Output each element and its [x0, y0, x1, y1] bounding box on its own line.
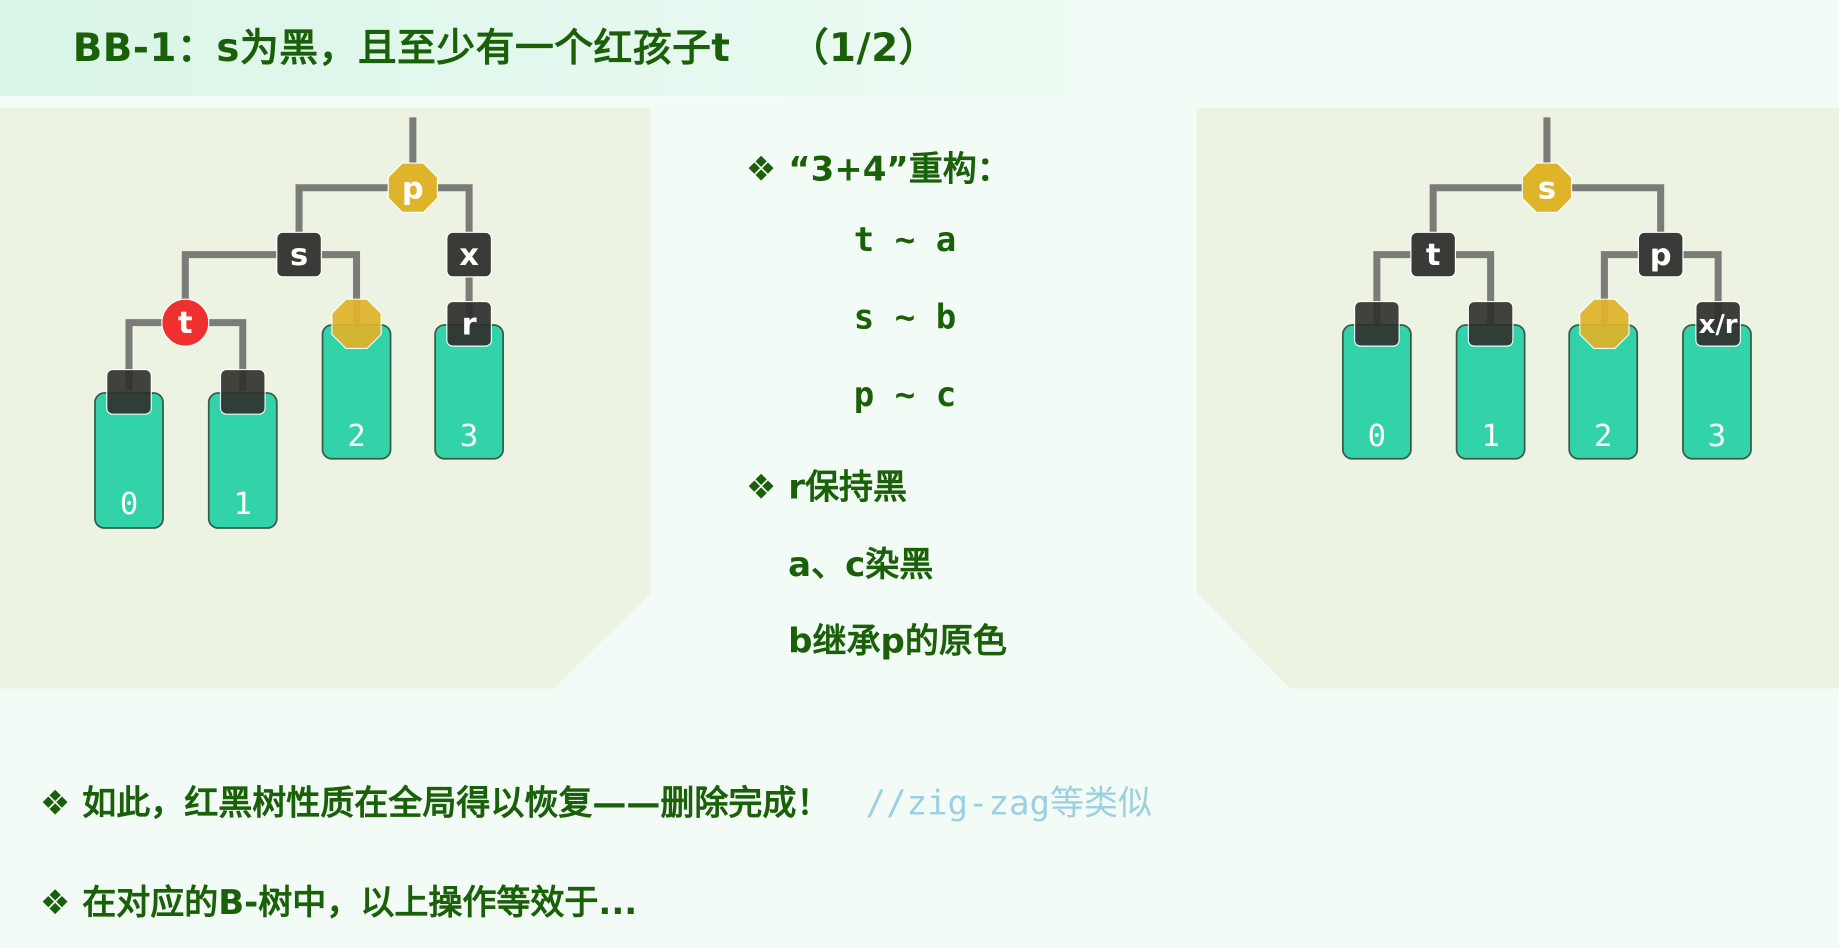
bullet-r-stays-black: ❖ r保持黑 [745, 466, 908, 507]
right-black-cap-1 [1467, 300, 1514, 347]
node-p-gold: p [387, 162, 439, 213]
svg-text:0: 0 [1368, 419, 1386, 454]
bottom-line-1: ❖ 如此，红黑树性质在全局得以恢复——删除完成！ //zig-zag等类似 [40, 776, 1152, 825]
node-x-black: x [446, 231, 492, 278]
svg-text:s: s [1538, 171, 1556, 206]
conclusion-text: ❖ 如此，红黑树性质在全局得以恢复——删除完成！ [39, 782, 831, 823]
b-inherit-text: b继承p的原色 [788, 620, 1007, 661]
svg-text:2: 2 [347, 419, 365, 454]
ac-recolor-text: a、c染黑 [788, 544, 934, 585]
svg-text:p: p [1650, 238, 1672, 273]
svg-text:1: 1 [234, 487, 252, 522]
node-s-black: s [276, 231, 322, 278]
right-subtree-3: 3 [1682, 324, 1752, 460]
svg-text:x: x [459, 238, 479, 273]
svg-text:3: 3 [1708, 419, 1726, 454]
right-black-cap-0 [1353, 300, 1400, 347]
svg-text:t: t [178, 306, 193, 341]
svg-text:x/r: x/r [1699, 310, 1738, 340]
svg-text:0: 0 [120, 487, 138, 522]
slide-title: BB-1：s为黑，且至少有一个红孩子t （1/2） [72, 24, 939, 71]
svg-text:3: 3 [460, 419, 478, 454]
right-gold-cap-2 [1579, 298, 1630, 350]
left-subtree-1: 1 [207, 392, 278, 529]
right-subtree-1: 1 [1455, 324, 1526, 460]
bullet-restructure: ❖ “3+4”重构： [745, 149, 1011, 189]
mapping-p-c: p ~ c [853, 374, 957, 415]
gold-cap-2 [331, 298, 382, 350]
mapping-s-b: s ~ b [853, 296, 957, 337]
zigzag-comment: //zig-zag等类似 [865, 782, 1152, 823]
right-subtree-2: 2 [1568, 324, 1639, 460]
svg-text:1: 1 [1481, 419, 1499, 454]
node-r: r [446, 300, 492, 347]
right-node-t-black: t [1410, 231, 1457, 278]
header-band: BB-1：s为黑，且至少有一个红孩子t （1/2） [0, 0, 1839, 97]
svg-text:p: p [402, 171, 424, 206]
left-subtree-0: 0 [94, 392, 164, 529]
right-node-p-black: p [1637, 231, 1684, 278]
svg-text:s: s [290, 238, 308, 273]
right-subtree-0: 0 [1341, 324, 1412, 460]
bottom-line-2: ❖ 在对应的B-树中，以上操作等效于... [39, 882, 638, 923]
node-t-red: t [161, 298, 210, 347]
node-xr-black: x/r [1695, 300, 1742, 347]
mapping-t-a: t ~ a [853, 219, 957, 260]
svg-text:2: 2 [1594, 419, 1612, 454]
svg-text:r: r [462, 307, 477, 342]
right-node-s-gold: s [1521, 162, 1573, 213]
black-cap-0 [106, 369, 152, 415]
black-cap-1 [219, 369, 266, 415]
left-subtree-2: 2 [321, 324, 392, 460]
right-tree-edges [1373, 117, 1722, 324]
svg-text:t: t [1426, 238, 1441, 273]
